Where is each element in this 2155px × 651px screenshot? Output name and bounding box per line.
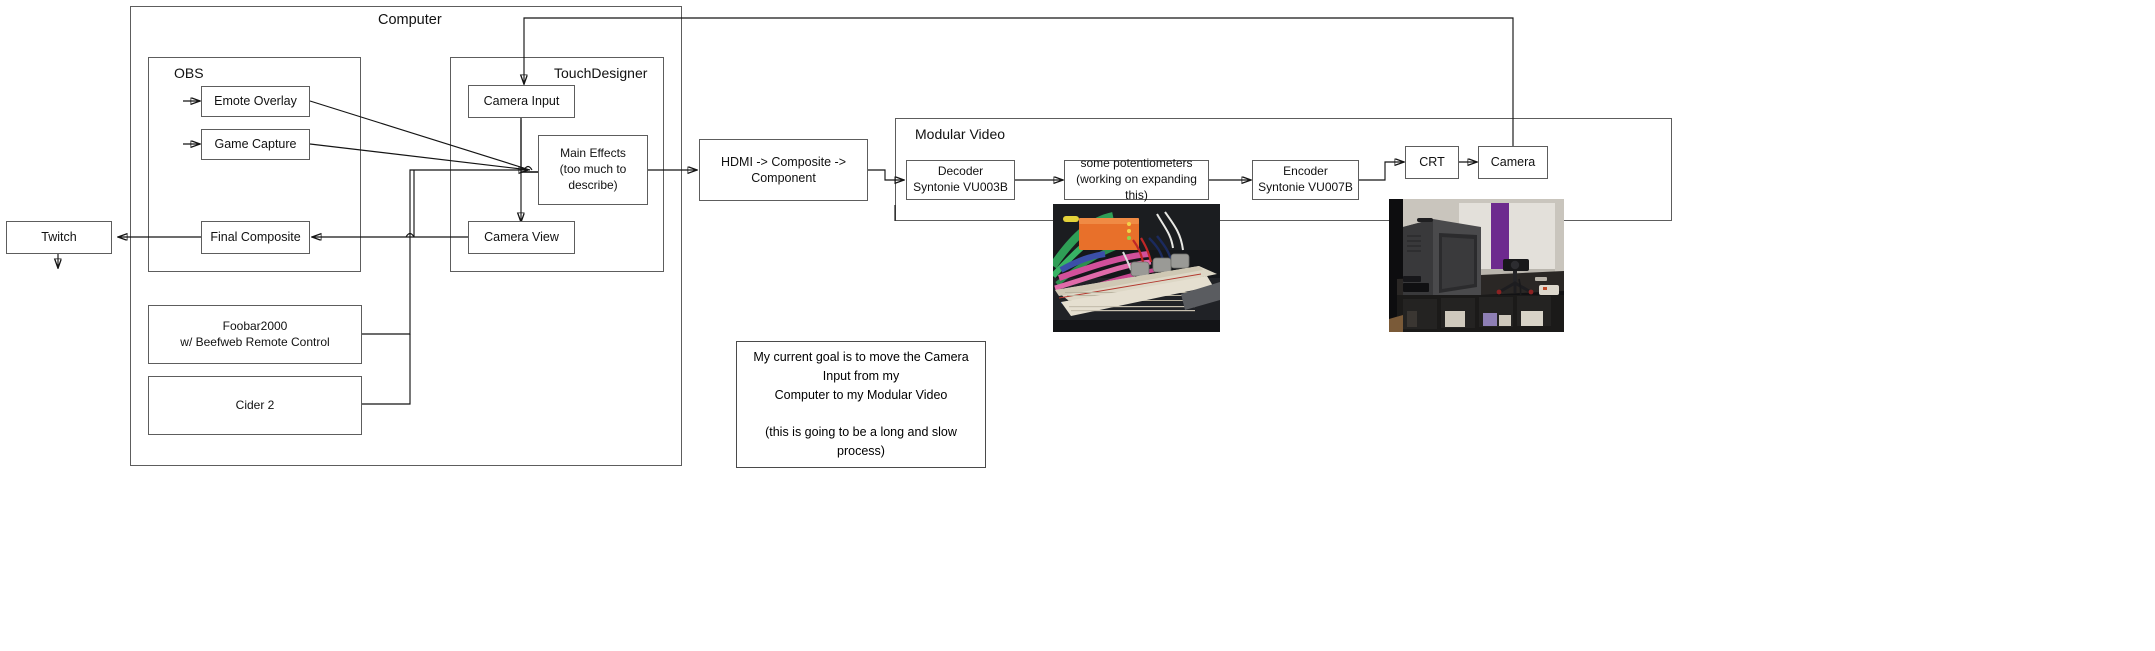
crt-camera-photo: [1389, 199, 1564, 332]
group-computer-label: Computer: [378, 12, 442, 28]
node-main-effects-label: Main Effects (too much to describe): [559, 146, 627, 192]
crt-camera-photo-art: [1389, 199, 1564, 332]
node-twitch-label: Twitch: [41, 230, 77, 245]
node-potentiometers-label: some potentiometers (working on expandin…: [1076, 156, 1197, 202]
node-game-capture[interactable]: Game Capture: [201, 129, 310, 160]
node-emote-overlay[interactable]: Emote Overlay: [201, 86, 310, 117]
node-twitch[interactable]: Twitch: [6, 221, 112, 254]
node-main-effects[interactable]: Main Effects (too much to describe): [538, 135, 648, 205]
node-hdmi-chain-label: HDMI -> Composite -> Component: [720, 154, 847, 186]
node-hdmi-chain[interactable]: HDMI -> Composite -> Component: [699, 139, 868, 201]
group-modular-video-label: Modular Video: [915, 126, 1006, 142]
node-camera-input[interactable]: Camera Input: [468, 85, 575, 118]
node-camera-input-label: Camera Input: [483, 94, 560, 109]
node-encoder[interactable]: Encoder Syntonie VU007B: [1252, 160, 1359, 200]
breadboard-photo-art: [1053, 204, 1220, 332]
node-camera-view-label: Camera View: [484, 230, 559, 245]
node-final-composite[interactable]: Final Composite: [201, 221, 310, 254]
node-cider2-label: Cider 2: [235, 397, 275, 412]
node-foobar2000[interactable]: Foobar2000 w/ Beefweb Remote Control: [148, 305, 362, 364]
node-cider2[interactable]: Cider 2: [148, 376, 362, 435]
group-touchdesigner-label: TouchDesigner: [554, 65, 648, 81]
node-final-composite-label: Final Composite: [210, 230, 301, 245]
node-game-capture-label: Game Capture: [214, 137, 297, 152]
goal-note-text: My current goal is to move the Camera In…: [753, 350, 969, 458]
node-decoder-label: Decoder Syntonie VU003B: [913, 164, 1008, 194]
node-potentiometers[interactable]: some potentiometers (working on expandin…: [1064, 156, 1209, 202]
node-crt[interactable]: CRT: [1405, 146, 1459, 179]
node-decoder[interactable]: Decoder Syntonie VU003B: [906, 160, 1015, 200]
node-camera-label: Camera: [1490, 155, 1536, 170]
node-emote-overlay-label: Emote Overlay: [214, 94, 297, 109]
node-camera[interactable]: Camera: [1478, 146, 1548, 179]
goal-note-box: My current goal is to move the Camera In…: [736, 341, 986, 468]
group-computer: [130, 6, 682, 466]
node-encoder-label: Encoder Syntonie VU007B: [1258, 164, 1353, 194]
breadboard-photo: [1053, 204, 1220, 332]
group-obs-label: OBS: [174, 65, 204, 81]
node-crt-label: CRT: [1419, 155, 1445, 170]
node-foobar2000-label: Foobar2000 w/ Beefweb Remote Control: [180, 318, 330, 349]
node-camera-view[interactable]: Camera View: [468, 221, 575, 254]
